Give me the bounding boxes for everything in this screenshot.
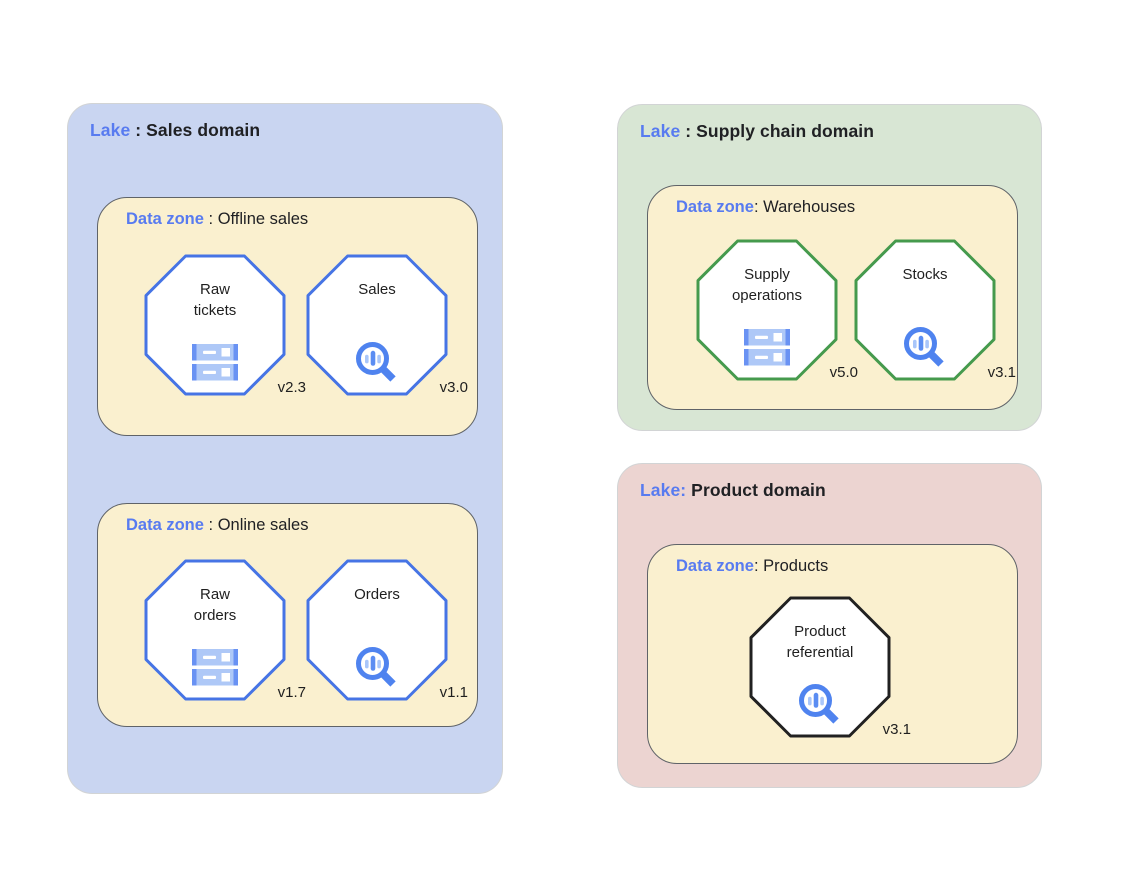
asset-version: v1.7 — [277, 684, 306, 701]
asset-label: Orders — [354, 586, 400, 603]
storage-server-icon — [192, 649, 238, 686]
asset-sales: Sales v3.0 — [306, 254, 468, 396]
lake-supply-title: Lake : Supply chain domain — [640, 121, 874, 142]
asset-version: v2.3 — [277, 379, 306, 396]
asset-label: Product referential — [786, 623, 854, 661]
storage-server-icon — [192, 344, 238, 381]
asset-raw-tickets: Raw tickets v2.3 — [144, 254, 306, 396]
asset-label: Raw orders — [193, 586, 237, 624]
zone-offline-title: Data zone : Offline sales — [126, 210, 308, 229]
lake-product-title: Lake: Product domain — [640, 480, 826, 501]
lake-name: : Supply chain domain — [680, 121, 875, 141]
zone-name: : Offline sales — [203, 210, 309, 228]
zone-keyword: Data zone — [126, 516, 204, 534]
zone-name: : Online sales — [203, 516, 309, 534]
lake-keyword: Lake — [90, 120, 131, 140]
lake-sales-title: Lake : Sales domain — [90, 120, 260, 141]
asset-label: Stocks — [902, 266, 948, 283]
lake-supply-chain-domain: Lake : Supply chain domain Data zone: Wa… — [618, 105, 1041, 430]
lake-keyword: Lake — [640, 121, 681, 141]
asset-version: v3.1 — [987, 364, 1016, 381]
asset-version: v3.0 — [439, 379, 468, 396]
asset-version: v5.0 — [829, 364, 858, 381]
zone-warehouses-title: Data zone: Warehouses — [676, 198, 855, 217]
data-zone-offline-sales: Data zone : Offline sales Raw tickets v2… — [97, 197, 478, 436]
asset-version: v1.1 — [439, 684, 468, 701]
lake-sales-domain: Lake : Sales domain Data zone : Offline … — [68, 104, 502, 793]
lake-name: Product domain — [686, 480, 826, 500]
lake-product-domain: Lake: Product domain Data zone: Products… — [618, 464, 1041, 787]
asset-supply-operations: Supply operations v5.0 — [696, 239, 858, 381]
asset-label: Sales — [358, 281, 396, 298]
search-analytics-icon — [796, 681, 844, 729]
zone-keyword: Data zone — [676, 557, 754, 575]
zone-keyword: Data zone — [126, 210, 204, 228]
search-analytics-icon — [353, 644, 401, 692]
asset-stocks: Stocks v3.1 — [854, 239, 1016, 381]
zone-name: : Warehouses — [753, 198, 856, 216]
asset-orders: Orders v1.1 — [306, 559, 468, 701]
lake-keyword: Lake: — [640, 480, 687, 500]
data-zone-warehouses: Data zone: Warehouses Supply operations … — [647, 185, 1018, 410]
asset-product-referential: Product referential v3.1 — [749, 596, 911, 738]
zone-name: : Products — [753, 557, 829, 575]
search-analytics-icon — [353, 339, 401, 387]
asset-raw-orders: Raw orders v1.7 — [144, 559, 306, 701]
zone-online-title: Data zone : Online sales — [126, 516, 309, 535]
zone-products-title: Data zone: Products — [676, 557, 828, 576]
search-analytics-icon — [901, 324, 949, 372]
asset-label: Raw tickets — [193, 281, 237, 319]
lake-name: : Sales domain — [130, 120, 261, 140]
storage-server-icon — [744, 329, 790, 366]
asset-version: v3.1 — [882, 721, 911, 738]
asset-label: Supply operations — [731, 266, 803, 304]
data-zone-online-sales: Data zone : Online sales Raw orders v1.7… — [97, 503, 478, 727]
data-zone-products: Data zone: Products Product referential … — [647, 544, 1018, 764]
zone-keyword: Data zone — [676, 198, 754, 216]
